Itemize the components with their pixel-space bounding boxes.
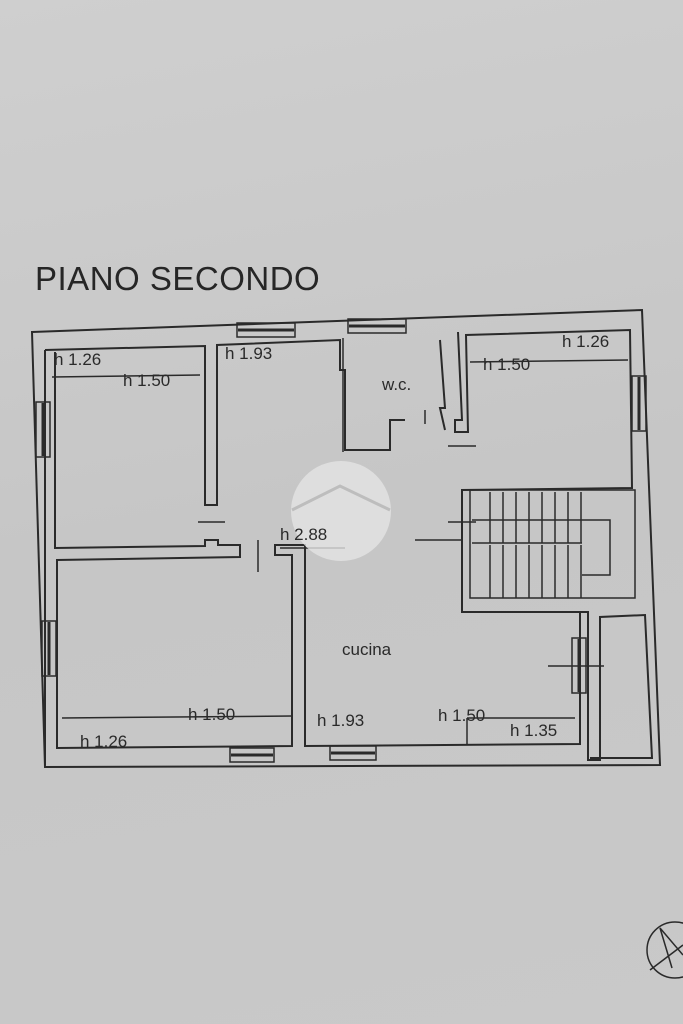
height-label: h 1.26 <box>562 332 609 351</box>
door-marks <box>198 410 604 667</box>
inner-walls <box>51 338 629 744</box>
height-label: h 1.50 <box>123 371 170 390</box>
height-label: h 1.26 <box>80 732 127 751</box>
staircase <box>469 489 636 599</box>
height-label: h 2.88 <box>280 525 327 544</box>
room-label-wc: w.c. <box>381 375 411 394</box>
outer-walls <box>30 308 662 769</box>
height-label: h 1.26 <box>54 350 101 369</box>
height-label: h 1.35 <box>510 721 557 740</box>
plan-title: PIANO SECONDO <box>35 260 321 297</box>
height-label: h 1.93 <box>225 344 272 363</box>
height-label: h 1.93 <box>317 711 364 730</box>
height-label: h 1.50 <box>188 705 235 724</box>
north-arrow-icon <box>646 921 683 979</box>
height-label: h 1.50 <box>483 355 530 374</box>
watermark-logo <box>291 461 391 561</box>
room-label-cucina: cucina <box>342 640 392 659</box>
height-label: h 1.50 <box>438 706 485 725</box>
